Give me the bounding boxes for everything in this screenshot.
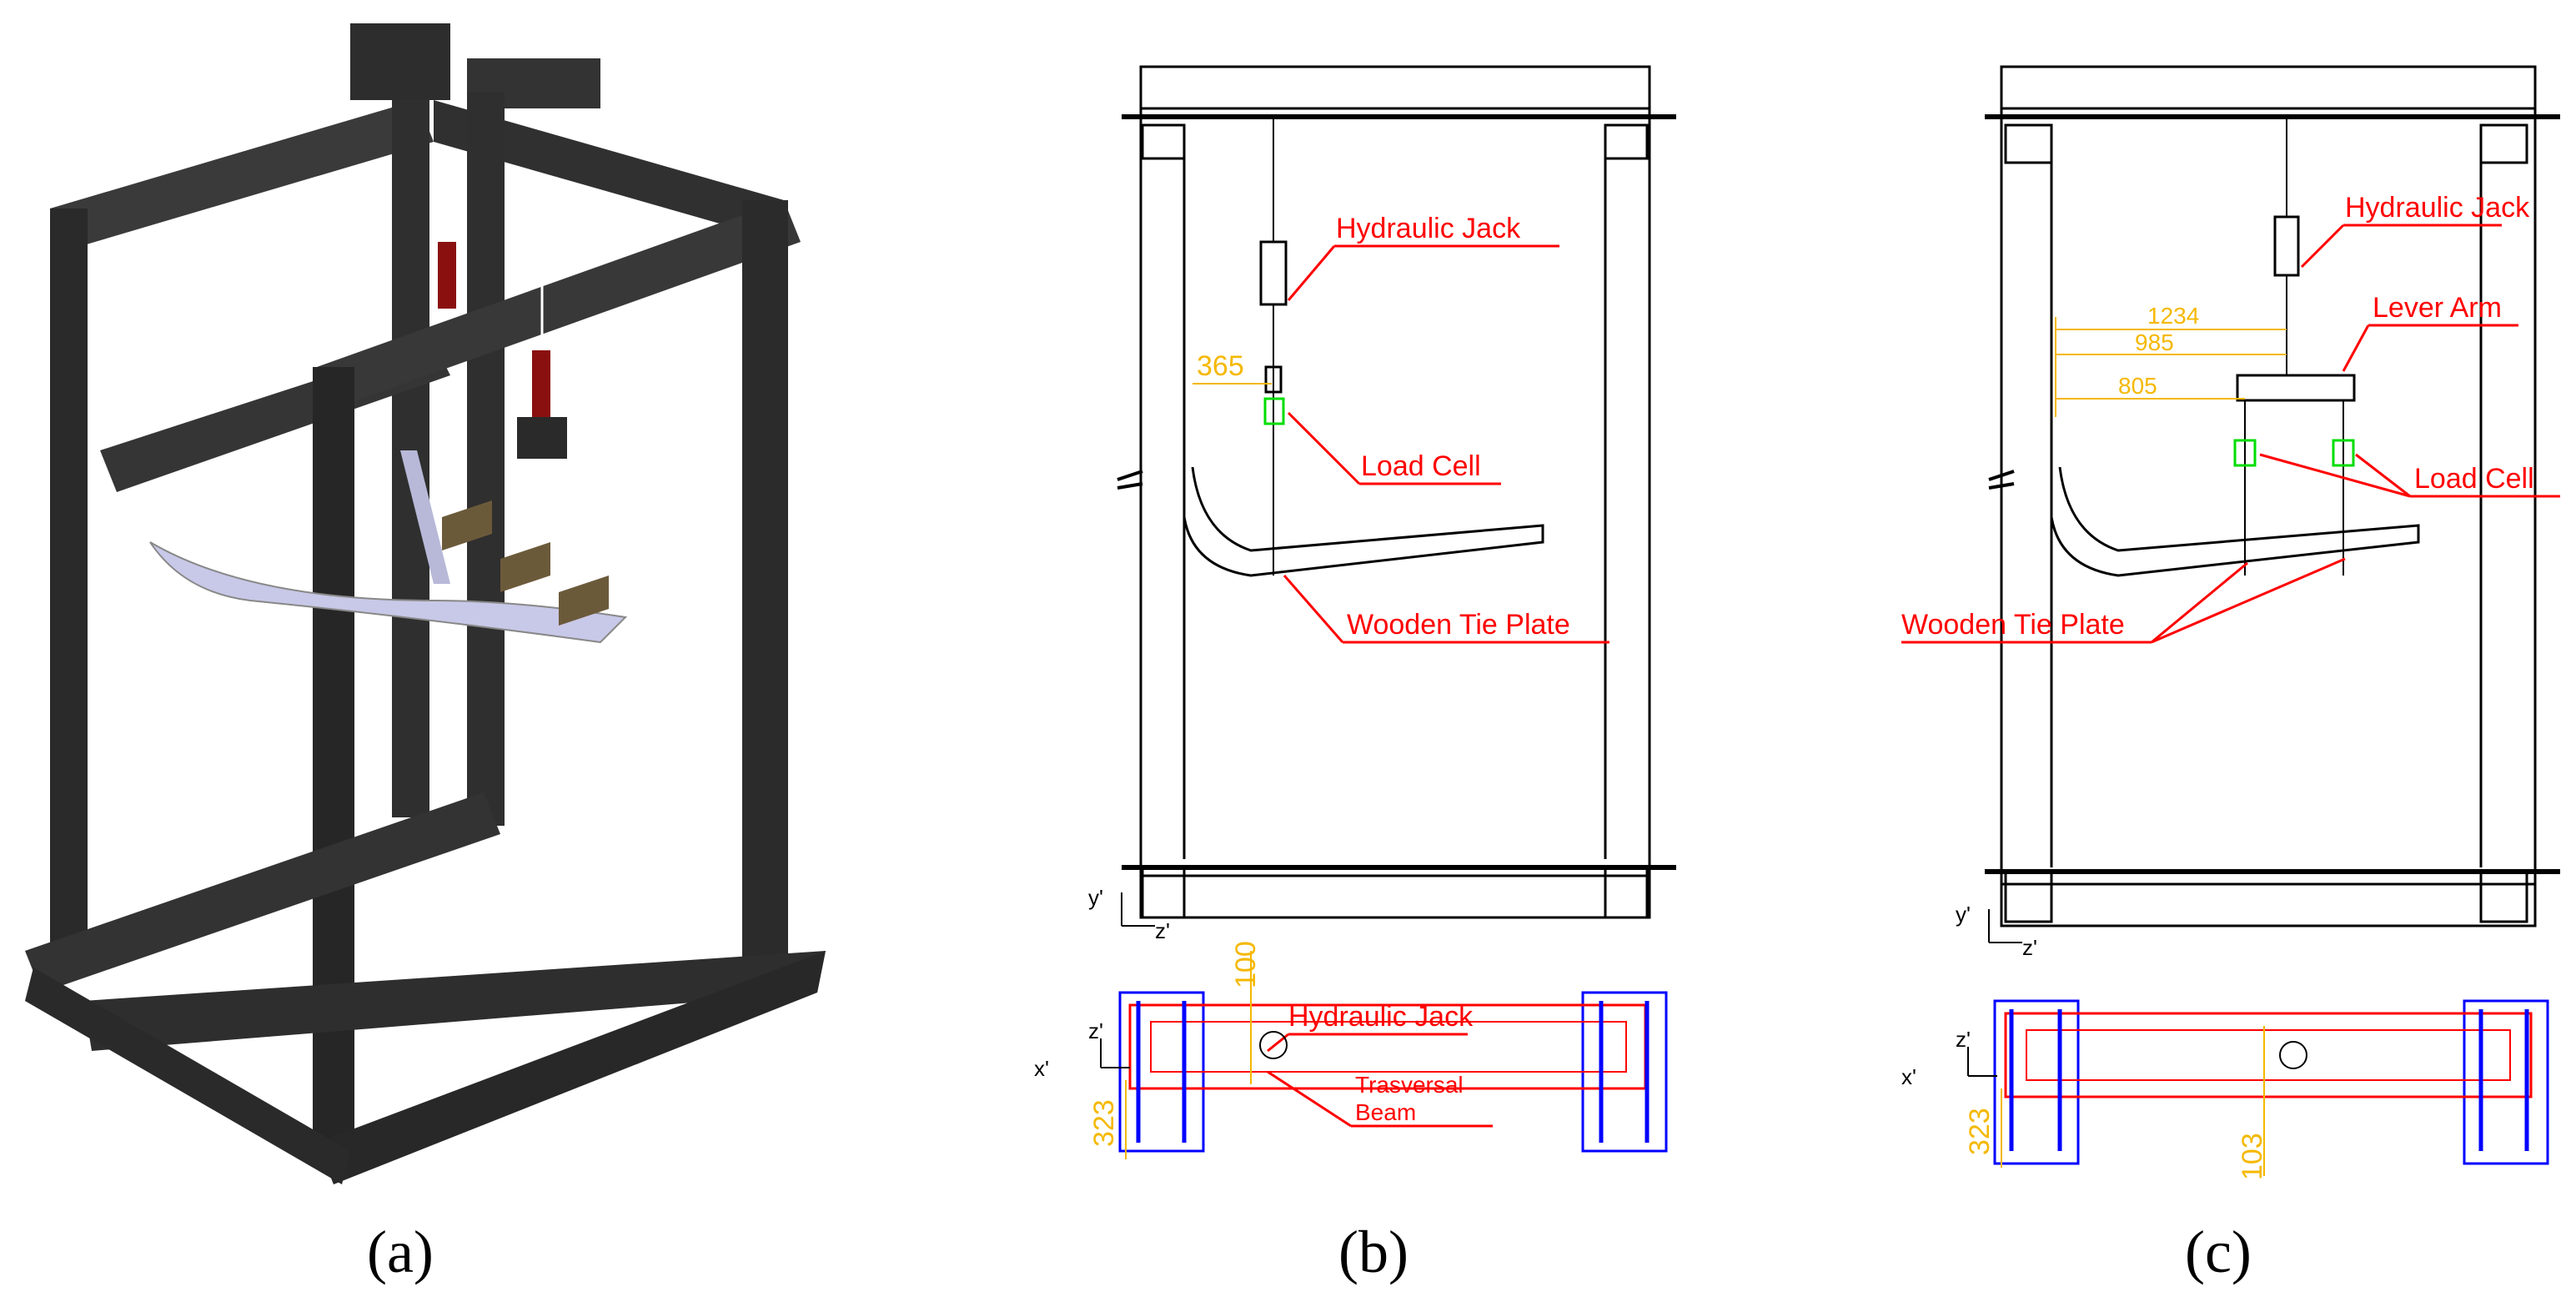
callout-trasversal-b-1: Trasversal xyxy=(1355,1072,1464,1098)
axis-z-plan-c: z' xyxy=(1956,1027,1971,1052)
axis-z-elev-c: z' xyxy=(2022,935,2037,960)
panel-label-b: (b) xyxy=(1338,1219,1409,1285)
load-cell-c-1 xyxy=(2233,439,2257,467)
callout-wooden-tie-plate-c: Wooden Tie Plate xyxy=(1901,609,2125,641)
axes-elev-b xyxy=(1121,892,1155,927)
axis-z-plan-b: z' xyxy=(1088,1018,1103,1043)
panel-label-c: (c) xyxy=(2185,1219,2252,1285)
panel-a-3d-frame xyxy=(25,23,826,1184)
axis-x-plan-c: x' xyxy=(1901,1064,1916,1089)
axes-elev-c xyxy=(1988,909,2022,943)
panel-b-plan xyxy=(1118,951,1668,1159)
dims-c xyxy=(2055,317,2287,417)
dim-plan-offset-c: 103 xyxy=(2237,1133,2268,1180)
dim-plan-width-b: 323 xyxy=(1088,1099,1120,1147)
load-cell-b xyxy=(1263,397,1285,425)
callout-hydraulic-jack-c: Hydraulic Jack xyxy=(2345,192,2530,224)
callout-hydraulic-jack-top-b: Hydraulic Jack xyxy=(1288,1001,1474,1033)
callout-load-cell-c: Load Cell xyxy=(2414,463,2534,495)
dim-plan-width-c: 323 xyxy=(1964,1108,1996,1155)
dim-plan-offset-b: 100 xyxy=(1230,941,1262,988)
dim-jack-offset-b: 365 xyxy=(1197,350,1244,382)
callout-wooden-tie-plate-b: Wooden Tie Plate xyxy=(1347,609,1570,641)
dim-985-c: 985 xyxy=(2135,329,2174,355)
load-cell-c-2 xyxy=(2332,439,2355,467)
axis-x-plan-b: x' xyxy=(1034,1056,1049,1081)
dim-1234-c: 1234 xyxy=(2147,303,2199,329)
callout-lever-arm-c: Lever Arm xyxy=(2373,292,2502,324)
callout-hydraulic-jack-b: Hydraulic Jack xyxy=(1336,213,1521,244)
callout-load-cell-b: Load Cell xyxy=(1361,450,1481,482)
panel-label-a: (a) xyxy=(367,1219,434,1285)
dim-805-c: 805 xyxy=(2118,373,2157,399)
callout-trasversal-b-2: Beam xyxy=(1355,1099,1416,1125)
jack-3d-2 xyxy=(532,350,550,417)
jack-3d-1 xyxy=(438,242,456,309)
axis-y-elev-b: y' xyxy=(1088,885,1103,910)
panel-b-elevation xyxy=(1117,65,1676,919)
panel-c-plan xyxy=(1993,999,2549,1176)
axis-z-elev-b: z' xyxy=(1155,918,1170,943)
axis-y-elev-c: y' xyxy=(1956,902,1971,927)
tie-plate-3d xyxy=(149,541,628,644)
